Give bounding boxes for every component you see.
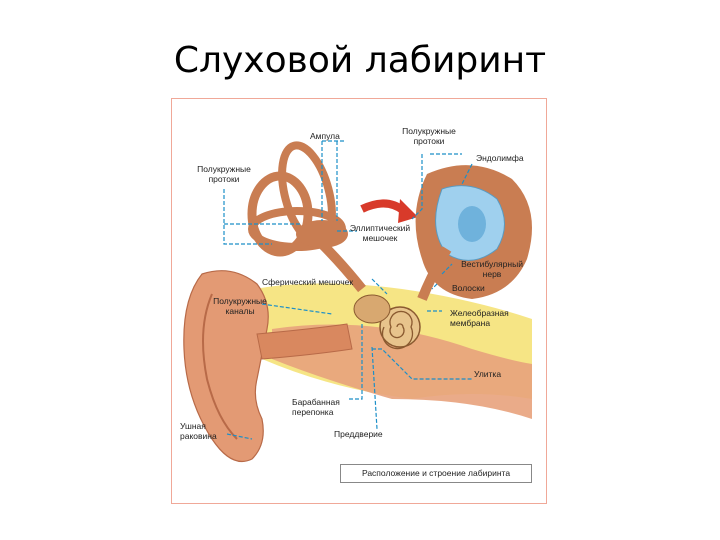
label-utricle: Эллиптический мешочек <box>344 223 416 243</box>
label-cochlea: Улитка <box>474 369 502 379</box>
label-semicircular-ducts-top: Полукружные протоки <box>394 126 464 146</box>
label-saccule: Сферический мешочек <box>262 277 354 287</box>
magnify-arrow <box>360 199 407 215</box>
label-gelatinous-membrane-line1: Желеобразная <box>450 308 509 318</box>
label-auricle-line2: раковина <box>180 431 217 441</box>
magnified-stalk <box>417 246 452 301</box>
label-endolymph: Эндолимфа <box>476 153 524 163</box>
auricle-fold <box>202 293 238 440</box>
figure-caption: Расположение и строение лабиринта <box>340 464 532 483</box>
label-vestibule: Преддверие <box>334 429 383 439</box>
label-eardrum: Барабанная перепонка <box>292 397 340 417</box>
utricle-shape <box>296 220 348 248</box>
label-vestibular-nerve: Вестибулярный нерв <box>452 259 532 279</box>
label-ampulla: Ампула <box>310 131 340 141</box>
label-vestibular-nerve-line2: нерв <box>482 269 502 279</box>
cochlea-spiral <box>381 310 414 350</box>
slide-title: Слуховой лабиринт <box>173 40 547 81</box>
leader-lines <box>223 140 473 440</box>
labyrinth-figure: Ампула Полукружные протоки Эндолимфа Пол… <box>171 98 547 504</box>
label-semicircular-ducts-top-line1: Полукружные <box>402 126 456 136</box>
label-auricle: Ушная раковина <box>180 421 217 441</box>
label-auricle-line1: Ушная <box>180 421 206 431</box>
label-semicircular-ducts-top-line2: протоки <box>413 136 445 146</box>
label-eardrum-line2: перепонка <box>292 407 334 417</box>
label-semicircular-ducts-left-line2: протоки <box>208 174 240 184</box>
label-canals-line1: Полукружные <box>213 296 267 306</box>
label-canals-line2: каналы <box>225 306 255 316</box>
ear-canal <box>256 323 353 360</box>
label-vestibular-nerve-line1: Вестибулярный <box>461 259 523 269</box>
label-eardrum-line1: Барабанная <box>292 397 340 407</box>
label-semicircular-ducts-left: Полукружные протоки <box>188 164 260 184</box>
magnified-chamber <box>458 206 486 242</box>
label-gelatinous-membrane-line2: мембрана <box>450 318 491 328</box>
label-gelatinous-membrane: Желеобразная мембрана <box>450 308 509 328</box>
label-utricle-line2: мешочек <box>362 233 398 243</box>
label-utricle-line1: Эллиптический <box>349 223 411 233</box>
magnify-arrow-head <box>398 199 418 223</box>
label-semicircular-ducts-left-line1: Полукружные <box>197 164 251 174</box>
label-canals: Полукружные каналы <box>204 296 276 316</box>
canal-stem <box>318 240 366 293</box>
labyrinth-illustration <box>183 140 532 463</box>
vestibule-shape <box>353 294 391 324</box>
label-hairs: Волоски <box>452 283 485 293</box>
